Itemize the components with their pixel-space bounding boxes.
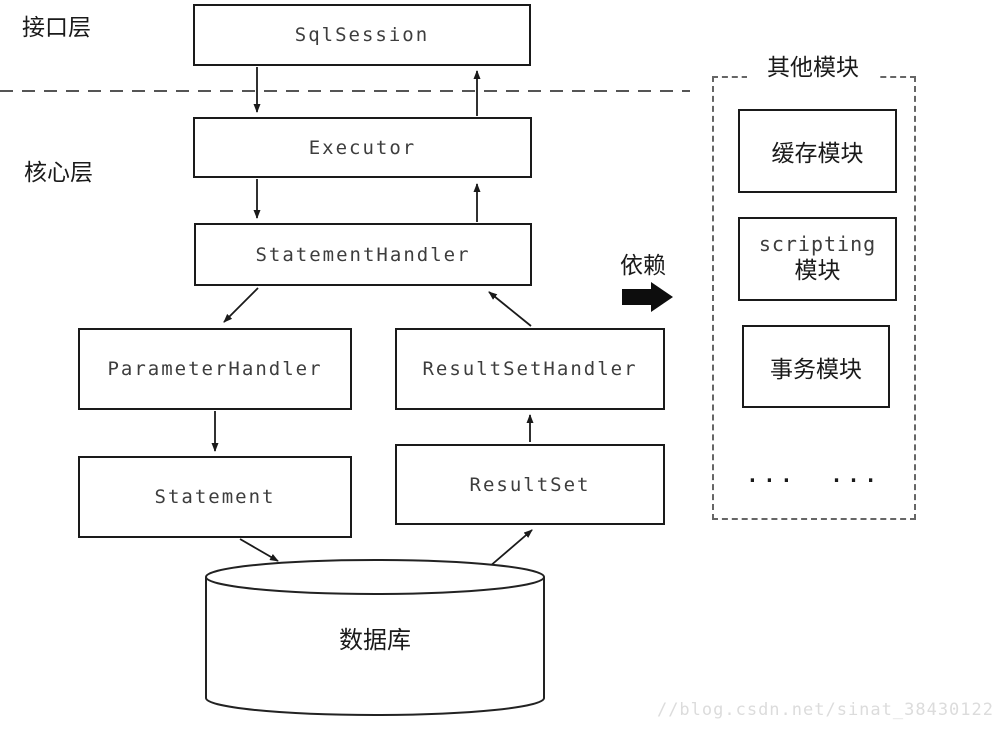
node-executor: Executor: [193, 117, 532, 178]
node-resultset: ResultSet: [395, 444, 665, 525]
core-layer-label: 核心层: [24, 160, 93, 186]
node-resultset-label: ResultSet: [469, 473, 591, 496]
node-sqlsession: SqlSession: [193, 4, 531, 66]
module-cache-label: 缓存模块: [771, 141, 864, 167]
module-transaction: 事务模块: [742, 325, 890, 408]
node-statement-label: Statement: [154, 486, 276, 508]
node-sqlsession-label: SqlSession: [294, 24, 430, 46]
node-executor-label: Executor: [308, 136, 417, 159]
module-transaction-label: 事务模块: [770, 356, 862, 383]
module-scripting-label-line2: 模块: [794, 258, 841, 285]
node-statement-handler: StatementHandler: [194, 223, 532, 286]
cylinder-top-ellipse: [205, 559, 545, 595]
node-resultset-handler-label: ResultSetHandler: [422, 358, 638, 380]
module-cache: 缓存模块: [738, 109, 897, 193]
dependency-arrow-icon: [622, 282, 673, 312]
node-statement-handler-label: StatementHandler: [255, 243, 471, 266]
arrow-statement-handler-to-parameter-handler: [223, 287, 259, 323]
node-resultset-handler: ResultSetHandler: [395, 328, 665, 410]
node-parameter-handler: ParameterHandler: [78, 328, 352, 410]
arrow-resultset-handler-to-statement-handler: [488, 291, 532, 327]
database-cylinder: [204, 556, 546, 722]
arrow-statement-to-database: [239, 538, 279, 562]
node-statement: Statement: [78, 456, 352, 538]
modules-ellipsis: ... ...: [746, 463, 882, 487]
node-parameter-handler-label: ParameterHandler: [107, 358, 323, 380]
module-scripting-label-line1: scripting: [758, 232, 877, 257]
dependency-label: 依赖: [620, 253, 666, 279]
module-scripting: scripting 模块: [738, 217, 897, 301]
database-cylinder-shape: [205, 559, 545, 716]
cylinder-body: [205, 577, 545, 716]
watermark: //blog.csdn.net/sinat_38430122: [656, 700, 994, 720]
other-modules-panel-title: 其他模块: [747, 46, 879, 84]
interface-layer-label: 接口层: [22, 15, 91, 41]
arrow-database-to-resultset: [488, 529, 533, 568]
database-label: 数据库: [339, 626, 411, 654]
